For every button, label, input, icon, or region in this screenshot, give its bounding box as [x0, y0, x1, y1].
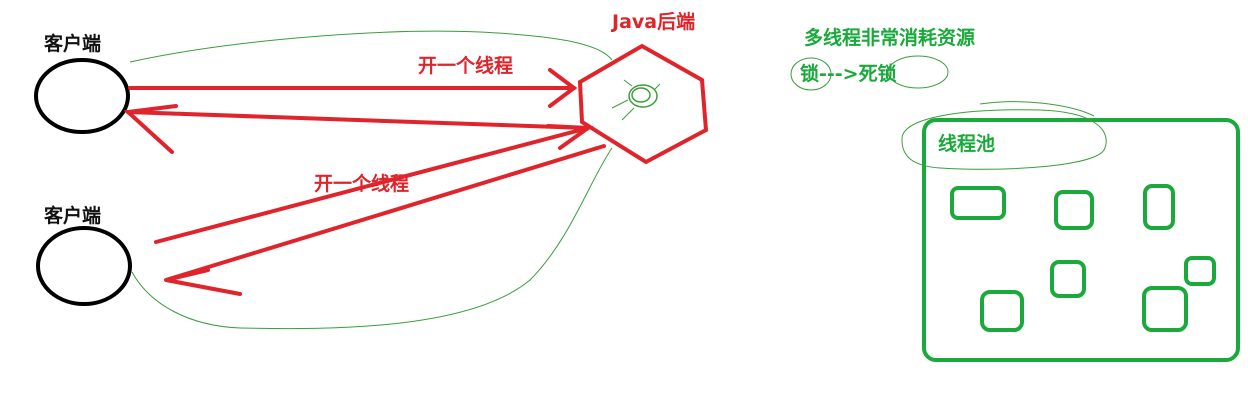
client-top-ellipse — [34, 58, 130, 134]
arrow-request-bottom — [154, 126, 590, 244]
pool-thread — [980, 290, 1024, 332]
arrow-response-bottom — [164, 144, 606, 282]
server-label: Java后端 — [610, 10, 695, 33]
pool-thread — [1143, 184, 1175, 230]
connector-scribble-bottom — [131, 147, 613, 330]
note-lock-scribble — [790, 57, 832, 91]
arrow-response-bottom-head — [165, 268, 242, 296]
thread-label-bottom: 开一个线程 — [314, 172, 409, 195]
thread-pool-box — [922, 118, 1240, 362]
note-resource: 多线程非常消耗资源 — [804, 26, 975, 49]
thread-pool-threads — [950, 184, 1216, 332]
note-lock: 锁--->死锁 — [800, 62, 897, 85]
thread-pool-label: 线程池 — [938, 132, 995, 155]
client-bottom-label: 客户端 — [44, 204, 101, 227]
pool-thread — [1050, 260, 1086, 298]
note-deadlock-scribble — [887, 55, 949, 89]
arrow-response-top — [126, 110, 588, 130]
arrow-request-top-head — [548, 68, 578, 108]
pool-thread — [1184, 256, 1216, 286]
pool-thread — [950, 186, 1006, 220]
arrows — [123, 68, 606, 296]
thread-label-top: 开一个线程 — [418, 54, 513, 77]
arrow-request-bottom-head — [546, 124, 594, 150]
thread-pool-label-scribble — [901, 101, 1107, 170]
arrow-response-top-head — [123, 104, 178, 154]
server-hexagon — [577, 43, 709, 165]
pool-thread — [1142, 286, 1188, 332]
client-bottom-ellipse — [36, 226, 132, 306]
pool-thread — [1054, 190, 1094, 230]
server-scribble-icon — [611, 79, 661, 121]
connector-scribble-top — [129, 30, 613, 63]
client-top-label: 客户端 — [44, 32, 101, 55]
